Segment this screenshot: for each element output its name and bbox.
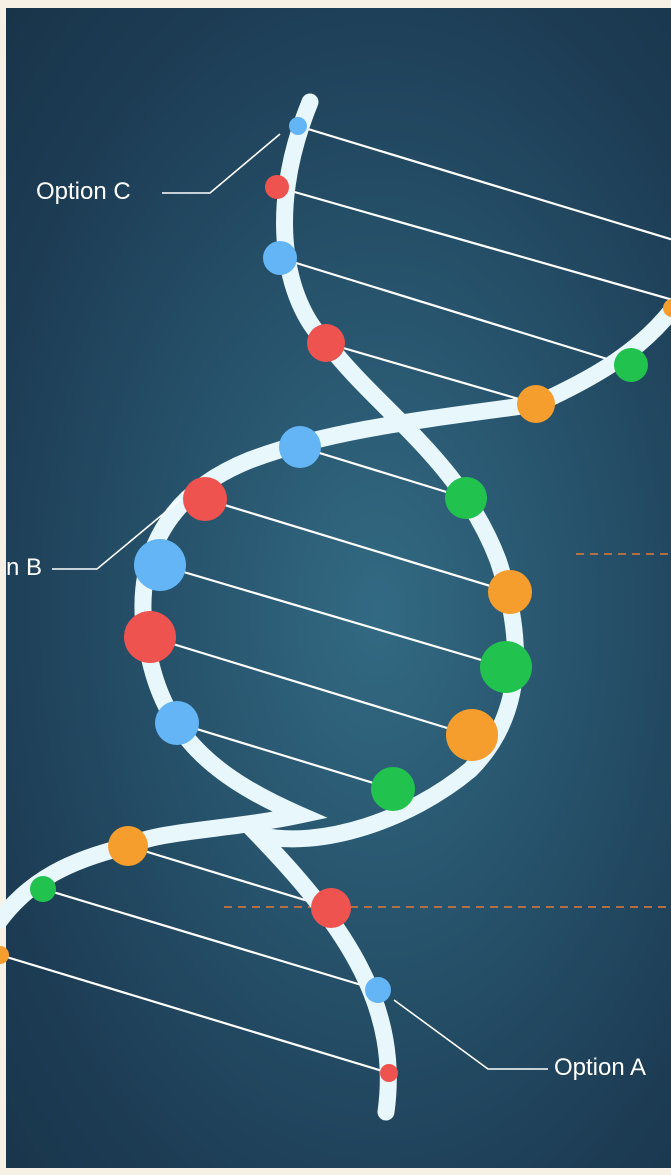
base-pair-rung-10 [127,844,332,910]
strand-blue-red [231,93,525,1121]
nucleotide-nodes [0,117,671,1082]
nucleotide-red-8 [124,611,176,663]
nucleotide-orange-17 [488,570,532,614]
base-pair-rung-1 [297,124,671,241]
base-pair-rung-12 [0,953,390,1075]
base-pair-rung-8 [149,635,471,737]
strand-a-path [231,93,525,1121]
nucleotide-green-14 [614,348,648,382]
nucleotide-orange-13 [663,299,671,317]
option-a-leader [393,999,548,1070]
nucleotide-blue-1 [289,117,307,135]
option-c-label: Option C [36,178,131,205]
nucleotide-blue-5 [279,426,321,468]
base-pair-rung-6 [204,497,511,594]
nucleotide-green-18 [480,641,532,693]
nucleotide-blue-7 [134,539,186,591]
nucleotide-red-6 [183,477,227,521]
nucleotide-orange-15 [517,385,555,423]
nucleotide-blue-9 [155,701,199,745]
nucleotide-blue-11 [365,977,391,1003]
base-pair-rung-3 [279,256,631,368]
dashed-guide-lines [224,553,671,908]
label-leader-lines [52,133,548,1070]
nucleotide-orange-21 [108,826,148,866]
base-pair-rung-2 [276,185,671,301]
nucleotide-orange-23 [0,946,9,964]
option-b-label: n B [6,554,43,581]
nucleotide-red-10 [311,888,351,928]
base-pair-rung-9 [176,721,394,791]
nucleotide-green-22 [30,876,56,902]
base-pair-rung-11 [42,887,379,992]
nucleotide-blue-3 [263,241,297,275]
base-pair-rung-5 [299,445,467,500]
nucleotide-red-2 [265,175,289,199]
dna-diagram-canvas [6,8,671,1168]
nucleotide-orange-19 [446,709,498,761]
nucleotide-red-12 [380,1064,398,1082]
nucleotide-red-4 [307,324,345,362]
option-b-leader [52,499,181,570]
option-a-label: Option A [554,1054,647,1081]
nucleotide-green-20 [371,767,415,811]
base-pair-rung-4 [325,341,537,406]
option-c-leader [162,133,281,194]
base-pair-rungs [0,124,671,1075]
base-pair-rung-7 [159,563,506,669]
nucleotide-green-16 [445,477,487,519]
